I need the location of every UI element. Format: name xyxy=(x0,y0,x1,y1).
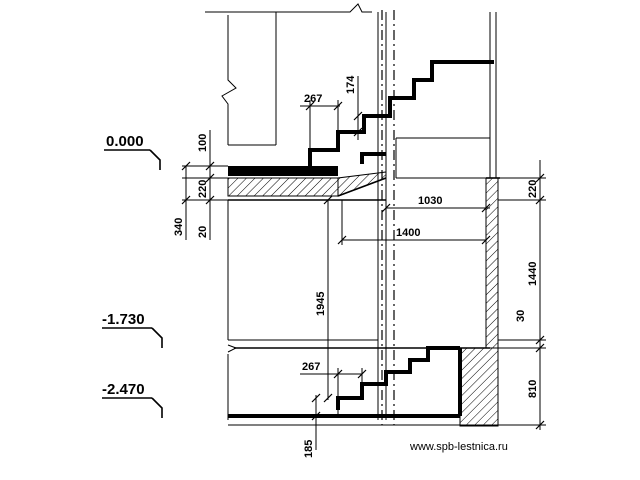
dim-right-30: 30 xyxy=(515,310,527,322)
dim-right-810: 810 xyxy=(527,380,539,398)
dim-run-1030: 1030 xyxy=(418,195,442,207)
level-label-middle: -1.730 xyxy=(102,311,145,328)
dim-run-1400: 1400 xyxy=(396,227,420,239)
upper-slab xyxy=(227,166,387,201)
dim-slab-20: 20 xyxy=(197,226,209,238)
walls xyxy=(205,3,500,426)
lower-staircase xyxy=(336,346,460,410)
level-mark-top xyxy=(104,149,161,170)
dim-riser-upper: 174 xyxy=(345,75,357,94)
dim-tread-upper: 267 xyxy=(304,93,322,105)
level-mark-bottom xyxy=(102,397,163,418)
upper-staircase xyxy=(308,60,494,166)
dim-slab-100: 100 xyxy=(197,134,209,152)
level-label-bottom: -2.470 xyxy=(102,381,145,398)
dim-tread-lower: 267 xyxy=(302,361,320,373)
dimension-lines xyxy=(181,76,546,450)
dim-height-1945: 1945 xyxy=(315,292,327,316)
dim-right-220: 220 xyxy=(527,180,539,198)
dim-right-1440: 1440 xyxy=(527,262,539,286)
site-url: www.spb-lestnica.ru xyxy=(409,441,508,453)
right-hatched-wall xyxy=(459,177,500,427)
dim-base-185: 185 xyxy=(303,440,315,458)
upper-stair-underside xyxy=(360,152,386,164)
level-mark-middle xyxy=(102,327,163,348)
dim-slab-220-left: 220 xyxy=(197,180,209,198)
level-label-top: 0.000 xyxy=(106,133,144,150)
dim-slab-340: 340 xyxy=(173,218,185,236)
